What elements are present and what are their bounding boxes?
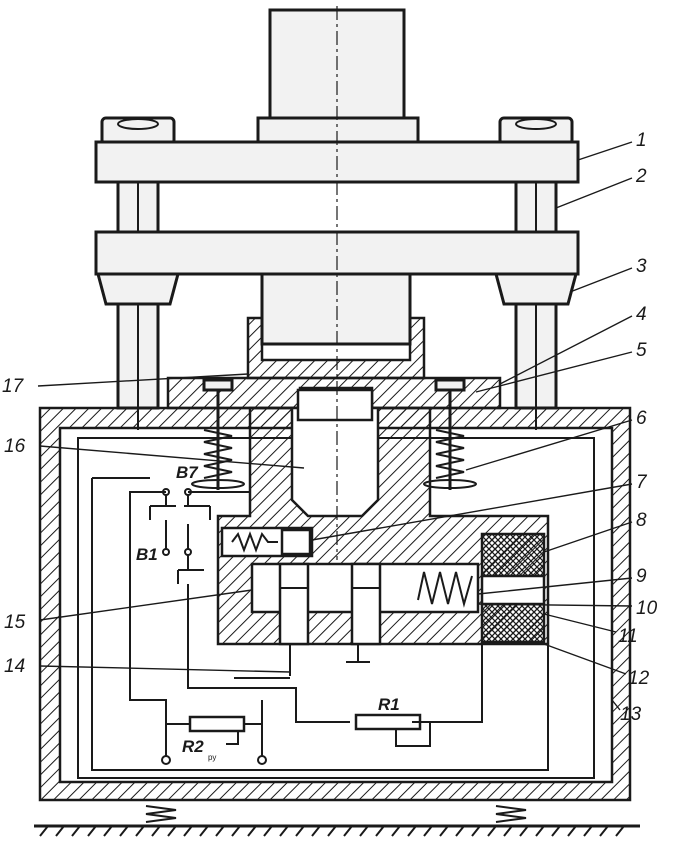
tie-rods [116,180,558,430]
part-number-8: 8 [636,510,647,531]
bushings [96,272,578,306]
part-number-9: 9 [636,566,647,587]
part-number-16: 16 [4,436,26,457]
label-r2: R2 [182,737,204,756]
part-number-17: 17 [2,376,25,397]
label-r1: R1 [378,695,400,714]
label-r2-subscript: ру [208,753,216,762]
part-number-10: 10 [636,598,658,619]
label-switch-b1: B1 [136,545,158,564]
part-number-12: 12 [628,668,650,689]
leader-lines [37,141,633,711]
part-number-15: 15 [4,612,26,633]
press-ram [256,8,420,144]
plunger [290,388,380,518]
spring-small [231,531,278,553]
feet [138,799,534,823]
resistor-r2 [161,700,267,765]
spring-return [417,571,473,608]
resistor-r1 [354,713,431,747]
part-number-13: 13 [620,704,642,725]
control-circuit [91,477,549,771]
part-number-4: 4 [636,304,647,325]
part-number-2: 2 [635,166,647,187]
part-number-6: 6 [636,408,647,429]
part-number-7: 7 [636,472,648,493]
punch [260,272,412,346]
part-number-11: 11 [618,626,638,647]
label-switch-b7: B7 [176,463,199,482]
part-number-3: 3 [636,256,647,277]
part-number-14: 14 [4,656,25,677]
support-springs [191,378,477,490]
part-number-1: 1 [636,130,647,151]
part-number-5: 5 [636,340,647,361]
